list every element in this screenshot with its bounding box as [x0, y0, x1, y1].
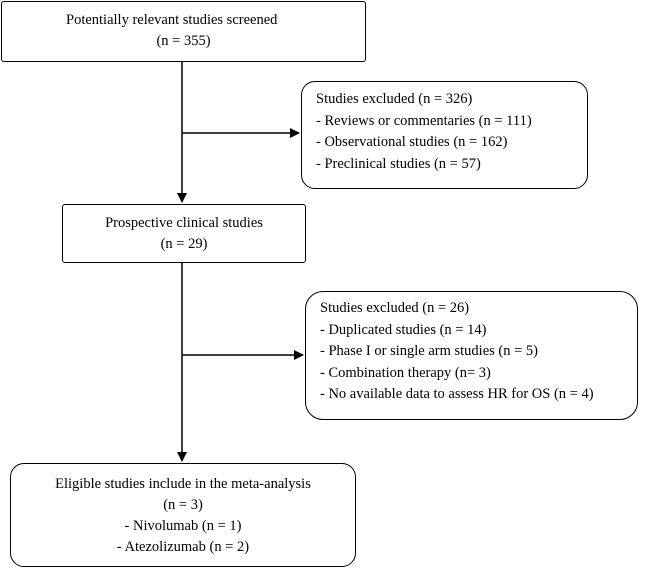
excluded-2-title: Studies excluded (n = 26) — [320, 300, 470, 316]
excluded-studies-box-2: Studies excluded (n = 26) - Duplicated s… — [305, 291, 638, 420]
excluded-2-item: - Phase I or single arm studies (n = 5) — [320, 343, 538, 359]
excluded-studies-box-1: Studies excluded (n = 326) - Reviews or … — [301, 81, 588, 189]
screened-count: (n = 355) — [156, 33, 211, 49]
excluded-1-item: - Reviews or commentaries (n = 111) — [316, 112, 532, 129]
excluded-2-item: - No available data to assess HR for OS … — [320, 386, 594, 402]
excluded-1-item: - Preclinical studies (n = 57) — [316, 155, 481, 172]
screened-title: Potentially relevant studies screened — [66, 12, 278, 28]
excluded-2-item: - Combination therapy (n= 3) — [320, 364, 491, 381]
excluded-1-item: - Observational studies (n = 162) — [316, 134, 508, 150]
eligible-item: - Atezolizumab (n = 2) — [116, 539, 250, 555]
excluded-1-title: Studies excluded (n = 326) — [316, 91, 473, 107]
eligible-studies-box: Eligible studies include in the meta-ana… — [10, 463, 356, 567]
screened-studies-box: Potentially relevant studies screened (n… — [1, 1, 366, 62]
eligible-item: - Nivolumab (n = 1) — [124, 518, 242, 534]
prospective-title: Prospective clinical studies — [105, 215, 263, 231]
eligible-count: (n = 3) — [163, 497, 203, 513]
excluded-2-item: - Duplicated studies (n = 14) — [320, 321, 487, 338]
prospective-count: (n = 29) — [160, 236, 208, 252]
prospective-studies-box: Prospective clinical studies (n = 29) — [62, 204, 306, 263]
eligible-title: Eligible studies include in the meta-ana… — [55, 476, 311, 492]
